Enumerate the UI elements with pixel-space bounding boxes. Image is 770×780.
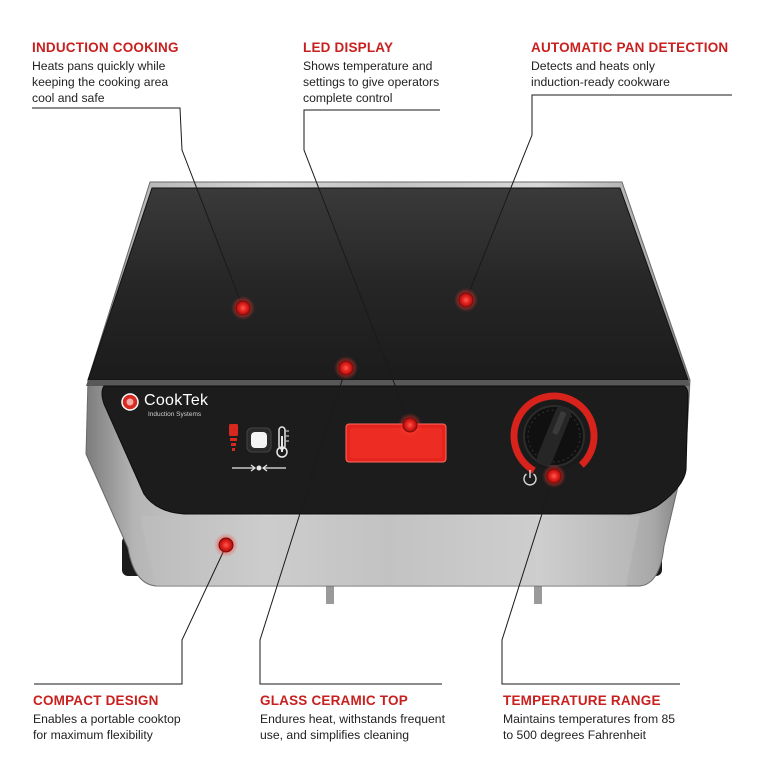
leg-stub-right bbox=[534, 576, 542, 604]
callout-compact-design: COMPACT DESIGN Enables a portable cookto… bbox=[33, 693, 233, 743]
ready-button-icon[interactable] bbox=[246, 427, 272, 453]
callout-line: to 500 degrees Fahrenheit bbox=[503, 728, 646, 742]
callout-temperature-range: TEMPERATURE RANGE Maintains temperatures… bbox=[503, 693, 713, 743]
marker-automatic-pan-detection bbox=[454, 288, 478, 312]
leader-glass-ceramic-top bbox=[259, 367, 442, 685]
thermometer-icon bbox=[276, 426, 289, 458]
pan-detect-icon bbox=[229, 424, 238, 451]
callout-line: use, and simplifies cleaning bbox=[260, 728, 410, 742]
callout-description: Enables a portable cooktop for maximum f… bbox=[33, 711, 233, 743]
callout-line: induction-ready cookware bbox=[531, 75, 670, 89]
leader-compact-design bbox=[34, 545, 227, 685]
callout-description: Maintains temperatures from 85 to 500 de… bbox=[503, 711, 713, 743]
marker-led-display bbox=[398, 413, 422, 437]
callout-line: Maintains temperatures from 85 bbox=[503, 712, 676, 726]
callout-line: cool and safe bbox=[32, 91, 105, 105]
callout-line: keeping the cooking area bbox=[32, 75, 169, 89]
callout-line: Detects and heats only bbox=[531, 59, 655, 73]
leader-induction-cooking bbox=[32, 107, 244, 309]
callout-automatic-pan-detection: AUTOMATIC PAN DETECTION Detects and heat… bbox=[531, 40, 751, 90]
callout-line: settings to give operators bbox=[303, 75, 440, 89]
arrows-icon bbox=[232, 464, 286, 472]
leader-led-display bbox=[303, 109, 440, 425]
callout-description: Heats pans quickly while keeping the coo… bbox=[32, 58, 212, 106]
callout-line: complete control bbox=[303, 91, 393, 105]
callout-description: Detects and heats only induction-ready c… bbox=[531, 58, 751, 90]
callout-title: COMPACT DESIGN bbox=[33, 693, 159, 708]
marker-temperature-range bbox=[542, 464, 566, 488]
leader-temperature-range bbox=[501, 475, 680, 685]
callout-title: GLASS CERAMIC TOP bbox=[260, 693, 408, 708]
marker-compact-design bbox=[214, 533, 238, 557]
callout-led-display: LED DISPLAY Shows temperature and settin… bbox=[303, 40, 483, 106]
callout-line: Endures heat, withstands frequent bbox=[260, 712, 445, 726]
callout-title: INDUCTION COOKING bbox=[32, 40, 179, 55]
callout-line: for maximum flexibility bbox=[33, 728, 153, 742]
glass-ceramic-top bbox=[87, 187, 689, 381]
callout-description: Shows temperature and settings to give o… bbox=[303, 58, 483, 106]
callout-title: AUTOMATIC PAN DETECTION bbox=[531, 40, 729, 55]
callout-description: Endures heat, withstands frequent use, a… bbox=[260, 711, 470, 743]
callout-induction-cooking: INDUCTION COOKING Heats pans quickly whi… bbox=[32, 40, 212, 106]
brand-name: CookTek bbox=[144, 392, 209, 409]
brand-tagline: Induction Systems bbox=[148, 411, 202, 418]
callout-line: Enables a portable cooktop bbox=[33, 712, 181, 726]
callout-glass-ceramic-top: GLASS CERAMIC TOP Endures heat, withstan… bbox=[260, 693, 470, 743]
marker-induction-cooking bbox=[231, 296, 255, 320]
marker-glass-ceramic-top bbox=[334, 356, 358, 380]
callout-title: LED DISPLAY bbox=[303, 40, 394, 55]
brand-logo-icon bbox=[121, 393, 139, 411]
temperature-knob[interactable] bbox=[499, 381, 608, 490]
callout-line: Heats pans quickly while bbox=[32, 59, 166, 73]
callout-title: TEMPERATURE RANGE bbox=[503, 693, 661, 708]
callout-line: Shows temperature and bbox=[303, 59, 433, 73]
leg-stub-left bbox=[326, 576, 334, 604]
leader-automatic-pan-detection bbox=[465, 94, 732, 301]
power-icon[interactable] bbox=[523, 470, 537, 486]
